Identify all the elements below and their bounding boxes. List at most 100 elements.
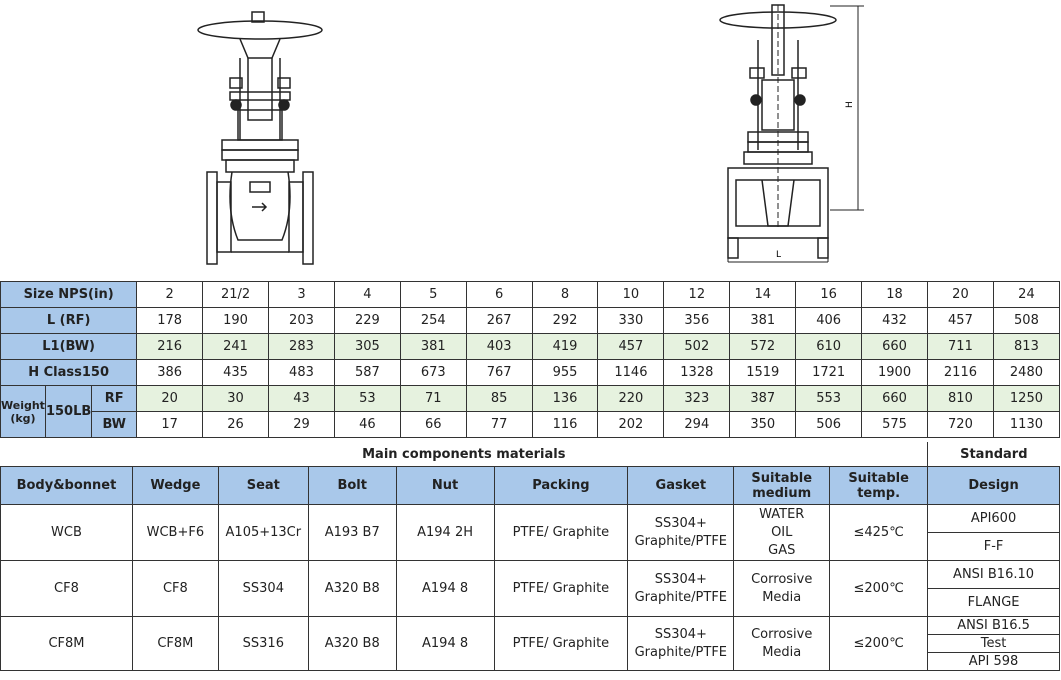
size-cell: 10 (597, 281, 665, 308)
medium-line2: OIL (771, 524, 793, 540)
value-cell: 29 (268, 411, 335, 438)
header-temp: Suitable temp. (829, 466, 929, 505)
header-nut: Nut (395, 466, 495, 505)
value-cell: 71 (399, 385, 467, 412)
nut-cell: A194 8 (395, 560, 495, 617)
medium-line1: Corrosive (751, 571, 813, 587)
value-cell: 610 (795, 333, 863, 360)
value-cell: 955 (531, 359, 599, 386)
size-cell: 12 (663, 281, 731, 308)
size-cell: 14 (729, 281, 797, 308)
medium-line1: Corrosive (751, 626, 813, 642)
value-cell: 483 (268, 359, 335, 386)
header-seat: Seat (217, 466, 309, 505)
temp-cell: ≤425℃ (829, 504, 929, 561)
value-cell: 435 (202, 359, 270, 386)
length-dimension-label: L (776, 250, 781, 260)
body-cell: CF8 (0, 560, 133, 617)
materials-table: Main components materials Standard Body&… (0, 442, 1060, 671)
size-cell: 24 (992, 281, 1061, 308)
size-cell: 21/2 (202, 281, 270, 308)
value-cell: 241 (202, 333, 270, 360)
value-cell: 2480 (992, 359, 1061, 386)
medium-cell: Corrosive Media (733, 616, 831, 671)
header-wedge: Wedge (131, 466, 219, 505)
value-cell: 1130 (992, 411, 1061, 438)
h-class150-row: H Class150 386 435 483 587 673 767 955 1… (0, 359, 1061, 386)
value-cell: 711 (927, 333, 994, 360)
medium-line2: Media (762, 644, 802, 660)
value-cell: 660 (861, 385, 928, 412)
value-cell: 575 (861, 411, 928, 438)
gate-valve-section-view (719, 4, 864, 263)
value-cell: 810 (927, 385, 994, 412)
temp-cell: ≤200℃ (829, 560, 929, 617)
gasket-cell: SS304+ Graphite/PTFE (627, 504, 735, 561)
bolt-cell: A193 B7 (307, 504, 397, 561)
value-cell: 553 (795, 385, 863, 412)
height-dimension-label: H (845, 101, 855, 108)
value-cell: 350 (729, 411, 797, 438)
value-cell: 2116 (927, 359, 994, 386)
value-cell: 292 (531, 307, 599, 334)
value-cell: 323 (663, 385, 731, 412)
packing-cell: PTFE/ Graphite (493, 560, 629, 617)
standard-cell: API600 (927, 504, 1060, 533)
value-cell: 356 (663, 307, 731, 334)
gasket-line2: Graphite/PTFE (634, 644, 728, 660)
value-cell: 1519 (729, 359, 797, 386)
standard-cell: F-F (927, 532, 1060, 561)
header-bolt: Bolt (307, 466, 397, 505)
value-cell: 294 (663, 411, 731, 438)
size-cell: 18 (861, 281, 928, 308)
value-cell: 660 (861, 333, 928, 360)
value-cell: 432 (861, 307, 928, 334)
value-cell: 673 (399, 359, 467, 386)
standard-title: Standard (927, 442, 1060, 467)
header-temp-line1: Suitable (848, 470, 909, 486)
value-cell: 116 (531, 411, 599, 438)
value-cell: 381 (399, 333, 467, 360)
header-temp-line2: temp. (857, 485, 901, 501)
row-label: BW (91, 411, 138, 438)
value-cell: 457 (597, 333, 665, 360)
nut-cell: A194 8 (395, 616, 495, 671)
size-cell: 8 (531, 281, 599, 308)
size-cell: 20 (927, 281, 994, 308)
value-cell: 17 (136, 411, 204, 438)
medium-line3: GAS (768, 542, 796, 558)
header-body: Body&bonnet (0, 466, 133, 505)
row-label: L1(BW) (0, 333, 138, 360)
value-cell: 216 (136, 333, 204, 360)
size-cell: 5 (399, 281, 467, 308)
standard-cell: Test (927, 634, 1060, 653)
size-label: Size NPS(in) (0, 281, 138, 308)
value-cell: 502 (663, 333, 731, 360)
valve-drawings: H L (197, 4, 864, 265)
gasket-cell: SS304+ Graphite/PTFE (627, 616, 735, 671)
value-cell: 330 (597, 307, 665, 334)
header-packing: Packing (493, 466, 629, 505)
wedge-cell: CF8M (131, 616, 219, 671)
weight-label: Weight (kg) (0, 385, 46, 438)
value-cell: 77 (465, 411, 533, 438)
packing-cell: PTFE/ Graphite (493, 504, 629, 561)
l1-bw-row: L1(BW) 216 241 283 305 381 403 419 457 5… (0, 333, 1061, 360)
header-medium: Suitable medium (733, 466, 831, 505)
temp-cell: ≤200℃ (829, 616, 929, 671)
seat-cell: A105+13Cr (217, 504, 309, 561)
row-label: L (RF) (0, 307, 138, 334)
size-cell: 6 (465, 281, 533, 308)
value-cell: 506 (795, 411, 863, 438)
value-cell: 587 (333, 359, 401, 386)
value-cell: 403 (465, 333, 533, 360)
standard-cell: FLANGE (927, 588, 1060, 617)
size-cell: 3 (268, 281, 335, 308)
value-cell: 85 (465, 385, 533, 412)
standard-cell: ANSI B16.5 (927, 616, 1060, 635)
materials-title: Main components materials (362, 446, 566, 462)
nut-cell: A194 2H (395, 504, 495, 561)
value-cell: 305 (333, 333, 401, 360)
medium-cell: WATER OIL GAS (733, 504, 831, 561)
material-row-cont: F-F (1, 532, 1060, 561)
